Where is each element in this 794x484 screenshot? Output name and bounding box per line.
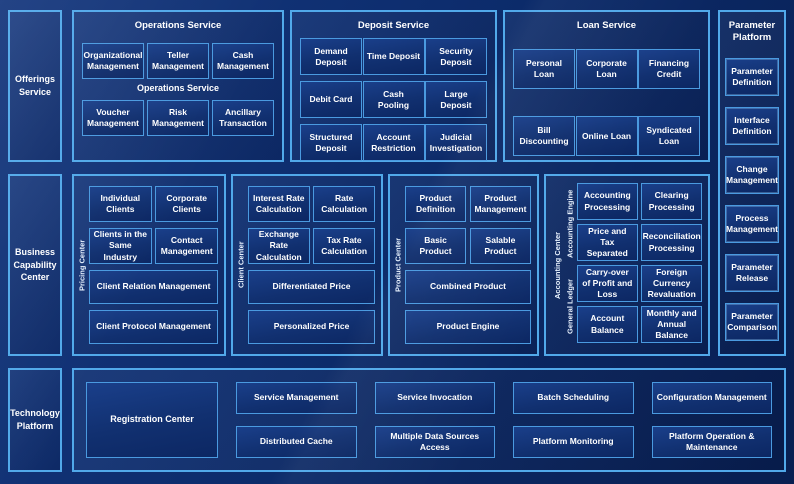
block-financing-credit: Financing Credit xyxy=(638,49,700,90)
block-bill-discounting: Bill Discounting xyxy=(513,116,575,157)
block-interface-definition: Interface Definition xyxy=(725,106,779,145)
panel-parameter-platform: Parameter Platform Parameter Definition … xyxy=(718,10,786,356)
sidebar-offerings-service: Offerings Service xyxy=(8,10,62,162)
product-center-vertical-label: Product Center xyxy=(393,237,403,293)
block-batch-scheduling: Batch Scheduling xyxy=(513,382,634,414)
block-exchange-rate-calculation: Exchange Rate Calculation xyxy=(248,228,310,264)
block-parameter-release: Parameter Release xyxy=(725,253,779,292)
block-cash-management: Cash Management xyxy=(212,43,274,80)
pricing-center-vertical-label: Pricing Center xyxy=(77,239,87,291)
block-structured-deposit: Structured Deposit xyxy=(300,124,362,162)
block-service-management: Service Management xyxy=(236,382,357,414)
block-configuration-management: Configuration Management xyxy=(651,382,772,414)
block-judicial-investigation: Judicial Investigation xyxy=(425,124,487,162)
panel-client-center: Client Center Interest Rate Calculation … xyxy=(231,174,383,356)
block-service-invocation: Service Invocation xyxy=(374,382,495,414)
panel-loan-service: Loan Service Personal Loan Corporate Loa… xyxy=(503,10,710,162)
block-corporate-clients: Corporate Clients xyxy=(155,186,218,222)
block-multiple-data-sources-access: Multiple Data Sources Access xyxy=(374,426,495,458)
block-tax-rate-calculation: Tax Rate Calculation xyxy=(313,228,375,264)
block-account-balance: Account Balance xyxy=(577,306,638,343)
block-foreign-currency-revaluation: Foreign Currency Revaluation xyxy=(641,265,702,302)
block-account-restriction: Account Restriction xyxy=(362,124,425,162)
block-demand-deposit: Demand Deposit xyxy=(300,38,362,76)
accounting-engine-vertical-label: Accounting Engine xyxy=(565,189,575,259)
block-product-definition: Product Definition xyxy=(405,186,467,222)
block-basic-product: Basic Product xyxy=(405,228,467,264)
panel-pricing-center: Pricing Center Individual Clients Corpor… xyxy=(72,174,226,356)
block-carry-over-profit-loss: Carry-over of Profit and Loss xyxy=(577,265,638,302)
block-contact-management: Contact Management xyxy=(155,228,218,264)
block-platform-operation-maintenance: Platform Operation & Maintenance xyxy=(651,426,772,458)
general-ledger-vertical-label: General Ledger xyxy=(565,278,575,334)
block-cash-pooling: Cash Pooling xyxy=(362,81,425,119)
block-client-relation-management: Client Relation Management xyxy=(89,270,218,304)
block-individual-clients: Individual Clients xyxy=(89,186,152,222)
block-voucher-management: Voucher Management xyxy=(82,100,144,137)
panel-accounting-center: Accounting Center Accounting Engine Acco… xyxy=(544,174,710,356)
panel-deposit-service: Deposit Service Demand Deposit Time Depo… xyxy=(290,10,497,162)
block-change-management: Change Management xyxy=(725,155,779,194)
block-personalized-price: Personalized Price xyxy=(248,310,375,344)
block-personal-loan: Personal Loan xyxy=(513,49,575,90)
block-large-deposit: Large Deposit xyxy=(425,81,487,119)
sidebar-technology-platform: Technology Platform xyxy=(8,368,62,472)
block-process-management: Process Management xyxy=(725,204,779,243)
parameter-platform-title: Parameter Platform xyxy=(728,20,776,44)
block-client-protocol-management: Client Protocol Management xyxy=(89,310,218,344)
block-monthly-annual-balance: Monthly and Annual Balance xyxy=(641,306,702,343)
block-distributed-cache: Distributed Cache xyxy=(236,426,357,458)
block-syndicated-loan: Syndicated Loan xyxy=(638,116,700,157)
block-combined-product: Combined Product xyxy=(405,270,531,304)
deposit-title: Deposit Service xyxy=(357,20,430,31)
block-differentiated-price: Differentiated Price xyxy=(248,270,375,304)
block-registration-center: Registration Center xyxy=(86,382,218,458)
block-clearing-processing: Clearing Processing xyxy=(641,183,702,220)
sidebar-business-capability-center: Business Capability Center xyxy=(8,174,62,356)
block-teller-management: Teller Management xyxy=(147,43,209,80)
block-salable-product: Salable Product xyxy=(469,228,531,264)
client-center-vertical-label: Client Center xyxy=(236,241,246,289)
loan-title: Loan Service xyxy=(576,20,637,31)
panel-product-center: Product Center Product Definition Produc… xyxy=(388,174,539,356)
block-security-deposit: Security Deposit xyxy=(425,38,487,76)
block-online-loan: Online Loan xyxy=(575,116,638,157)
block-risk-management: Risk Management xyxy=(147,100,209,137)
block-platform-monitoring: Platform Monitoring xyxy=(513,426,634,458)
block-parameter-definition: Parameter Definition xyxy=(725,57,779,96)
block-product-engine: Product Engine xyxy=(405,310,531,344)
block-time-deposit: Time Deposit xyxy=(362,38,425,76)
block-parameter-comparison: Parameter Comparison xyxy=(725,302,779,341)
block-debit-card: Debit Card xyxy=(300,81,362,119)
general-ledger-group: General Ledger Carry-over of Profit and … xyxy=(564,265,702,347)
block-product-management: Product Management xyxy=(469,186,531,222)
block-reconciliation-processing: Reconciliation Processing xyxy=(641,224,702,261)
operations-title: Operations Service xyxy=(134,20,222,31)
panel-technology-platform-content: Registration Center Service Management D… xyxy=(72,368,786,472)
block-ancillary-transaction: Ancillary Transaction xyxy=(212,100,274,137)
block-accounting-processing: Accounting Processing xyxy=(577,183,638,220)
accounting-engine-group: Accounting Engine Accounting Processing … xyxy=(564,183,702,265)
block-corporate-loan: Corporate Loan xyxy=(575,49,638,90)
block-rate-calculation: Rate Calculation xyxy=(313,186,375,222)
panel-operations-service: Operations Service Organizational Manage… xyxy=(72,10,284,162)
operations-subtitle: Operations Service xyxy=(136,83,220,94)
block-interest-rate-calculation: Interest Rate Calculation xyxy=(248,186,310,222)
accounting-center-vertical-label: Accounting Center xyxy=(552,231,562,299)
block-clients-same-industry: Clients in the Same Industry xyxy=(89,228,152,264)
block-organizational-management: Organizational Management xyxy=(82,43,144,80)
block-price-and-tax-separated: Price and Tax Separated xyxy=(577,224,638,261)
